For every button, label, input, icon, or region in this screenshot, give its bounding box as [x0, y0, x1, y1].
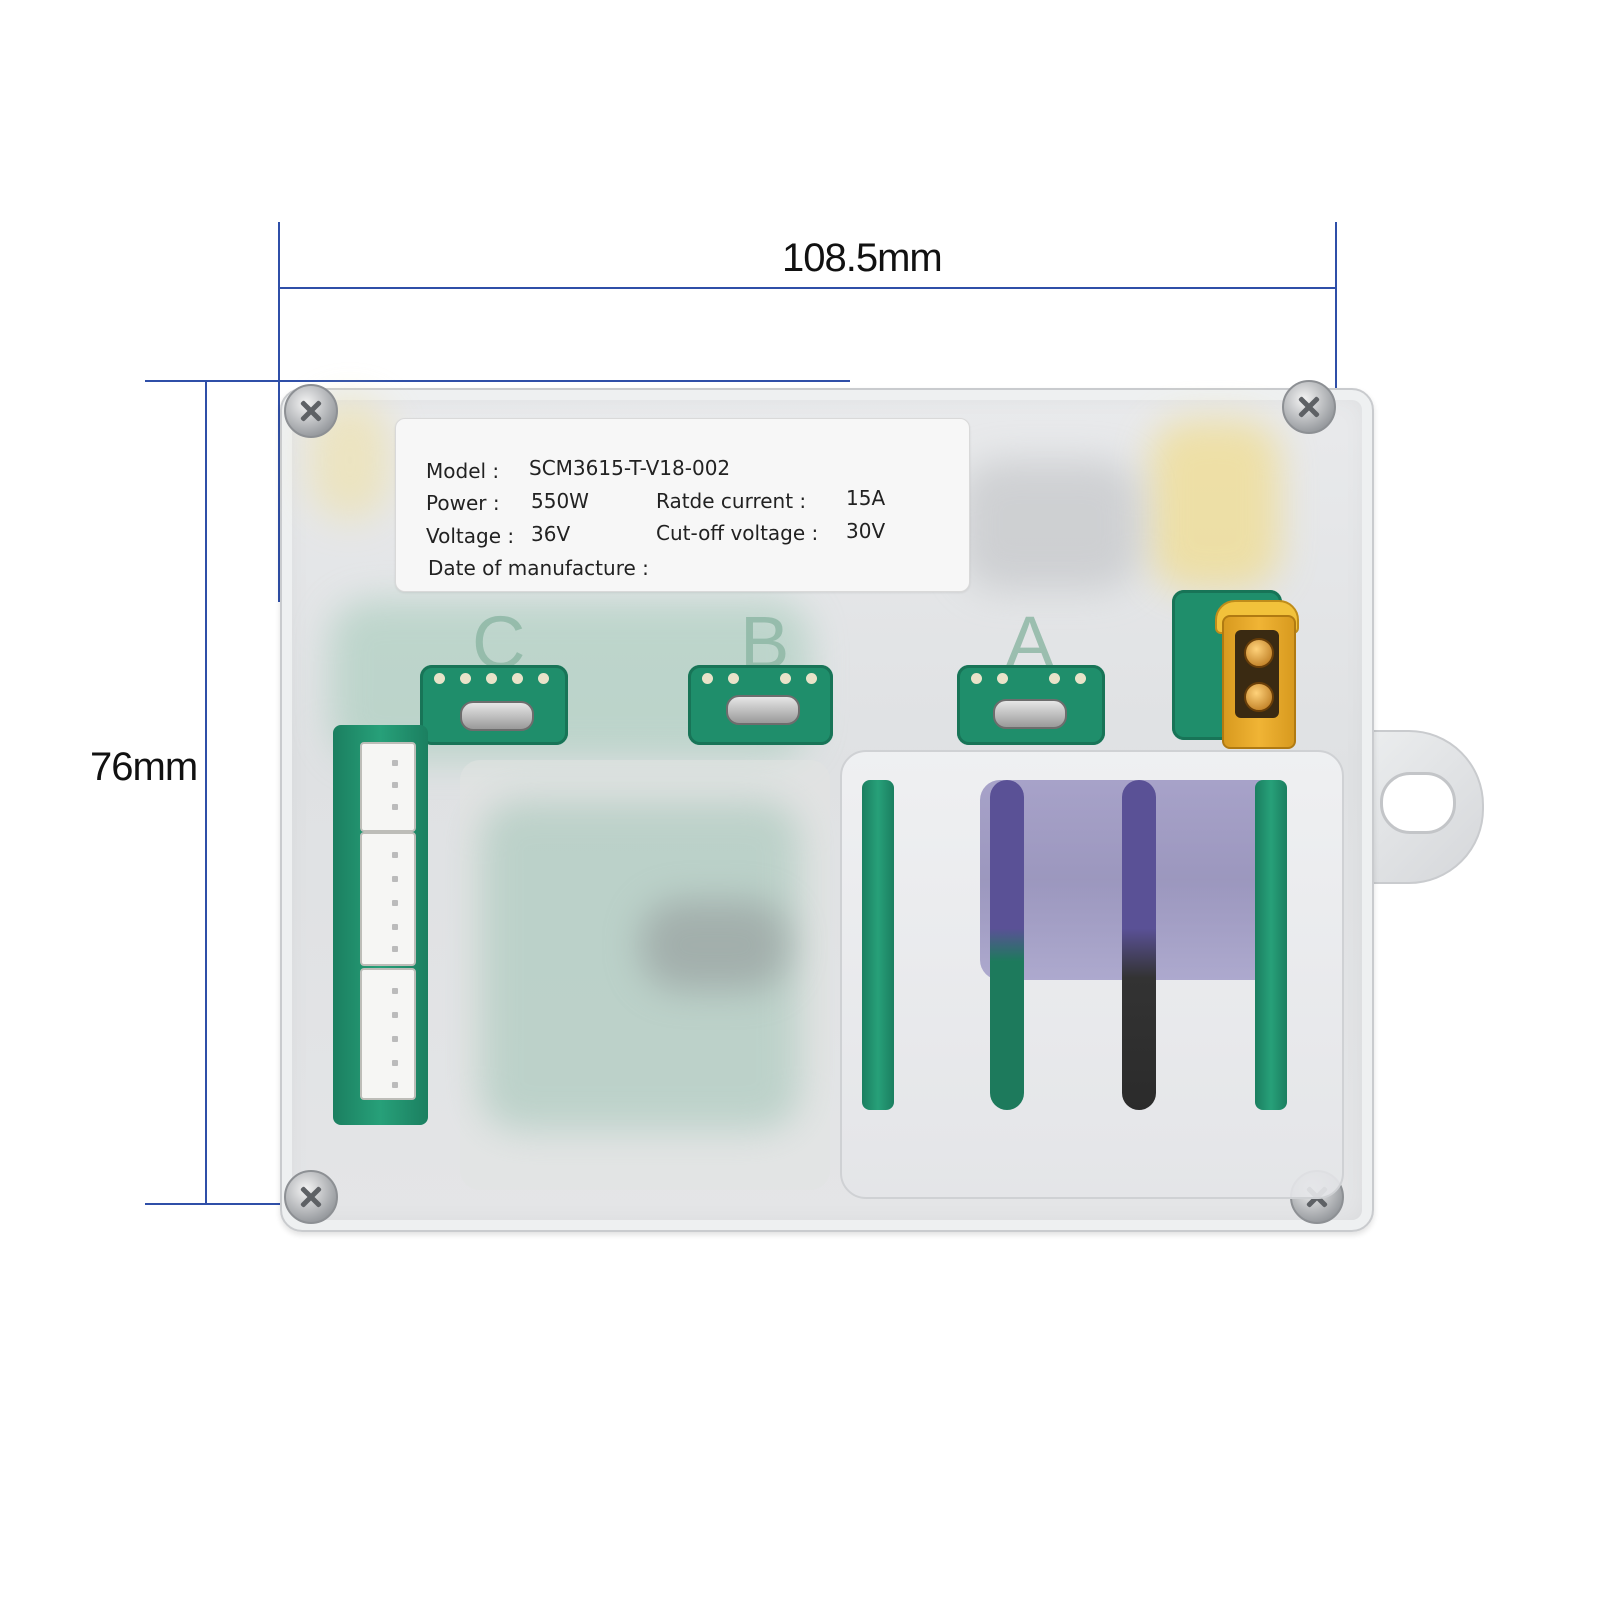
xt60-pin-positive	[1244, 638, 1274, 668]
hall-connector	[360, 832, 416, 966]
internal-glow-gray	[960, 460, 1140, 590]
uart-connector	[360, 968, 416, 1100]
pad	[971, 673, 982, 684]
pin	[392, 1012, 398, 1018]
model-value: SCM3615-T-V18-002	[529, 456, 731, 480]
pin	[392, 782, 398, 788]
rated-current-value: 15A	[846, 486, 886, 510]
pin	[392, 900, 398, 906]
pin	[392, 876, 398, 882]
hall-board-c	[420, 665, 568, 745]
date-of-manufacture-label: Date of manufacture :	[428, 556, 649, 580]
cutoff-voltage-value: 30V	[846, 519, 886, 543]
power-value: 550W	[531, 489, 589, 513]
hall-sensor-b	[726, 695, 800, 725]
pad	[702, 673, 713, 684]
led-connector	[360, 742, 416, 832]
spec-label: Model : SCM3615-T-V18-002 Power : 550W R…	[395, 418, 970, 592]
hall-sensor-a	[993, 699, 1067, 729]
pad	[997, 673, 1008, 684]
height-dimension-top-tick	[145, 380, 850, 382]
pin	[392, 804, 398, 810]
pad	[806, 673, 817, 684]
internal-glow-yellow	[1150, 420, 1280, 590]
screw-top-right	[1282, 380, 1336, 434]
pad	[1075, 673, 1086, 684]
pad	[538, 673, 549, 684]
width-dimension-left-tick	[278, 222, 280, 602]
pin	[392, 1060, 398, 1066]
width-dimension-line	[278, 287, 1337, 289]
cover-slot-2	[1122, 780, 1156, 1110]
height-dimension-label: 76mm	[90, 745, 198, 789]
hall-board-b	[688, 665, 833, 745]
voltage-value: 36V	[531, 522, 571, 546]
pad	[728, 673, 739, 684]
hall-board-a	[957, 665, 1105, 745]
pcb-strip-1	[862, 780, 894, 1110]
pad	[1049, 673, 1060, 684]
power-label: Power :	[426, 491, 500, 515]
hall-sensor-c	[460, 701, 534, 731]
pad	[434, 673, 445, 684]
pad	[512, 673, 523, 684]
model-label: Model :	[426, 459, 500, 483]
voltage-label: Voltage :	[426, 524, 515, 548]
pad	[486, 673, 497, 684]
pin	[392, 760, 398, 766]
pin	[392, 852, 398, 858]
pad	[460, 673, 471, 684]
internal-glow-dark	[640, 900, 790, 990]
pin	[392, 1082, 398, 1088]
xt60-pin-negative	[1244, 682, 1274, 712]
pin	[392, 1036, 398, 1042]
cutoff-voltage-label: Cut-off voltage :	[656, 521, 819, 545]
pcb-strip-2	[1255, 780, 1287, 1110]
screw-bottom-left	[284, 1170, 338, 1224]
mounting-hole	[1380, 772, 1456, 834]
pin	[392, 946, 398, 952]
cover-slot-1	[990, 780, 1024, 1110]
pad	[780, 673, 791, 684]
rated-current-label: Ratde current :	[656, 489, 807, 513]
screw-top-left	[284, 384, 338, 438]
width-dimension-label: 108.5mm	[782, 236, 943, 280]
height-dimension-line	[205, 380, 207, 1205]
pin	[392, 924, 398, 930]
pin	[392, 988, 398, 994]
